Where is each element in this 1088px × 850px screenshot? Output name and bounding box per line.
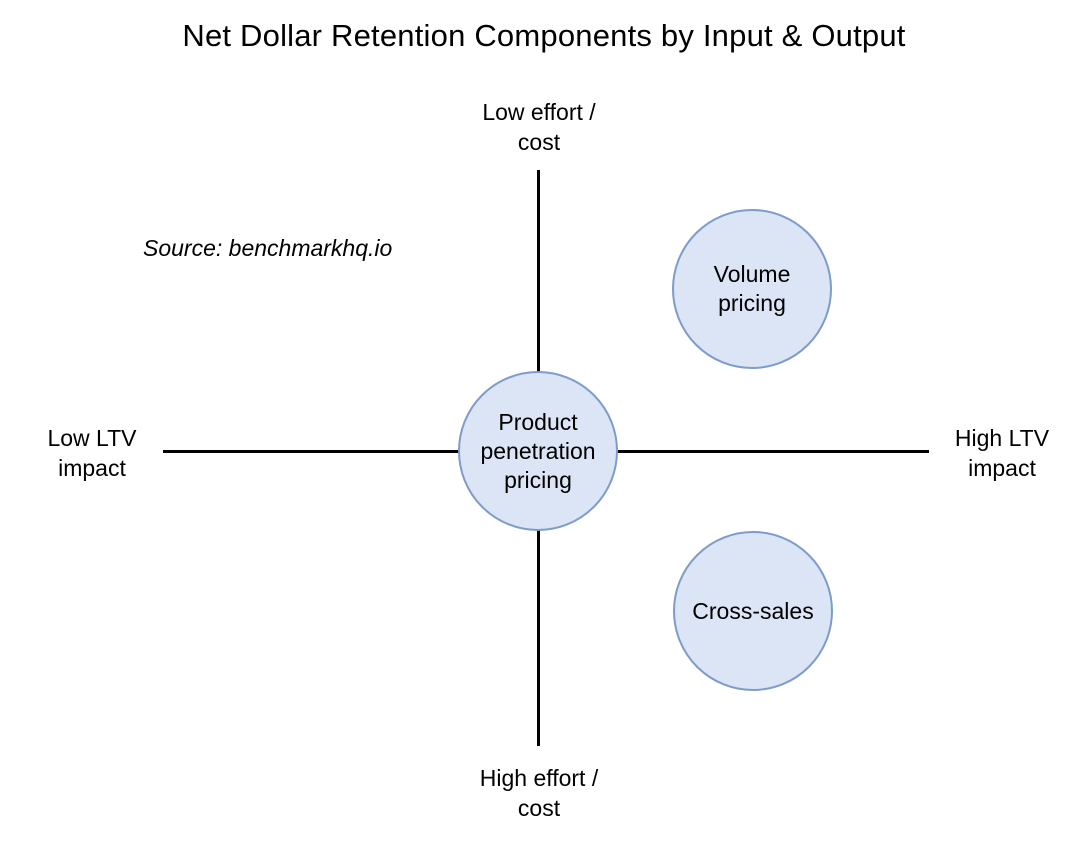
axis-label-high-ltv: High LTV impact (954, 425, 1050, 481)
node-volume-pricing-label: Volume pricing (713, 261, 791, 316)
node-product-penetration-pricing: Product penetration pricing (458, 371, 618, 531)
source-note: Source: benchmarkhq.io (143, 235, 393, 261)
node-volume-pricing: Volume pricing (672, 209, 832, 369)
diagram-title: Net Dollar Retention Components by Input… (182, 18, 906, 53)
node-cross-sales: Cross-sales (673, 531, 833, 691)
axis-label-low-ltv: Low LTV impact (47, 425, 137, 481)
node-cross-sales-label: Cross-sales (692, 597, 814, 624)
node-product-penetration-pricing-label: Product penetration pricing (480, 408, 596, 493)
axis-label-high-effort: High effort / cost (479, 765, 599, 821)
axis-label-low-effort: Low effort / cost (482, 99, 596, 155)
